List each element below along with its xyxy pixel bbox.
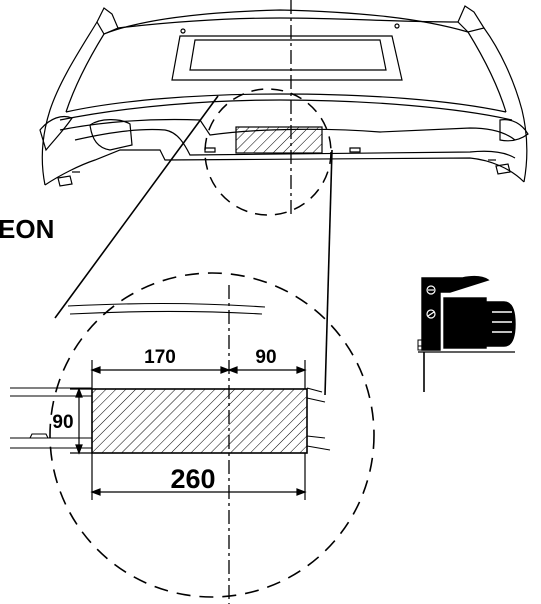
dimension-lines [70, 360, 307, 500]
detail-circle-large [49, 272, 375, 598]
dim-total-width: 260 [170, 464, 215, 494]
rear-bumper-drawing [39, 5, 529, 187]
jigsaw-cutting-icon [417, 275, 516, 392]
dim-height: 90 [52, 412, 73, 433]
dim-left-width: 170 [144, 347, 176, 368]
leader-line-right [324, 149, 333, 396]
detail-circle-small [204, 88, 332, 216]
model-label: EON [0, 214, 54, 244]
dim-right-width: 90 [255, 347, 276, 368]
leader-line-left [54, 95, 219, 319]
cut-zone-large [91, 388, 308, 454]
cut-zone-small [235, 126, 323, 154]
